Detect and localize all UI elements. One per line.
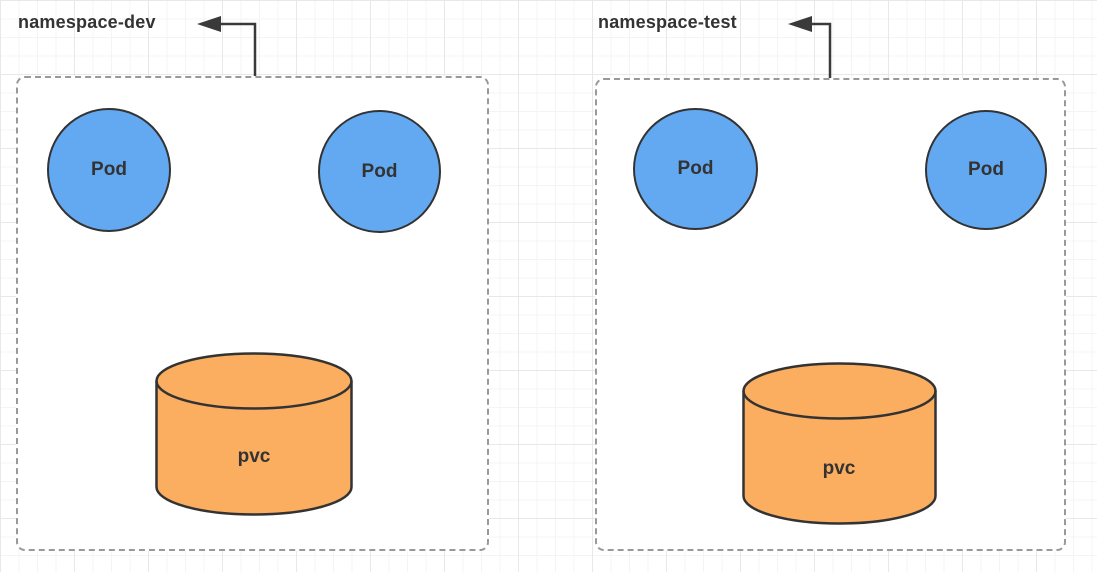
arrowhead-left-icon <box>197 16 221 32</box>
cylinder-lip <box>155 380 353 410</box>
arrowhead-left-icon <box>788 16 812 32</box>
pvc-label: pvc <box>823 458 856 479</box>
pod-label: Pod <box>361 160 398 182</box>
namespace-dev-arrow[interactable] <box>197 16 257 76</box>
cylinder-silhouette <box>155 352 353 516</box>
cylinder-silhouette <box>742 362 937 525</box>
pod-label: Pod <box>677 158 714 179</box>
pod-shape-test-2[interactable]: Pod <box>925 110 1047 230</box>
namespace-test-label[interactable]: namespace-test <box>598 12 737 32</box>
cylinder-lip <box>742 390 937 420</box>
pod-shape-test-1[interactable]: Pod <box>633 108 758 230</box>
pvc-cylinder-dev[interactable]: pvc <box>155 352 353 518</box>
pod-shape-dev-2[interactable]: Pod <box>318 110 441 233</box>
namespace-dev-label[interactable]: namespace-dev <box>18 12 156 32</box>
pod-shape-dev-1[interactable]: Pod <box>47 108 171 232</box>
pvc-label: pvc <box>238 446 271 467</box>
pod-label: Pod <box>91 159 127 180</box>
pvc-cylinder-test[interactable]: pvc <box>742 362 937 527</box>
pod-label: Pod <box>968 159 1004 180</box>
namespace-test-arrow[interactable] <box>788 16 832 78</box>
